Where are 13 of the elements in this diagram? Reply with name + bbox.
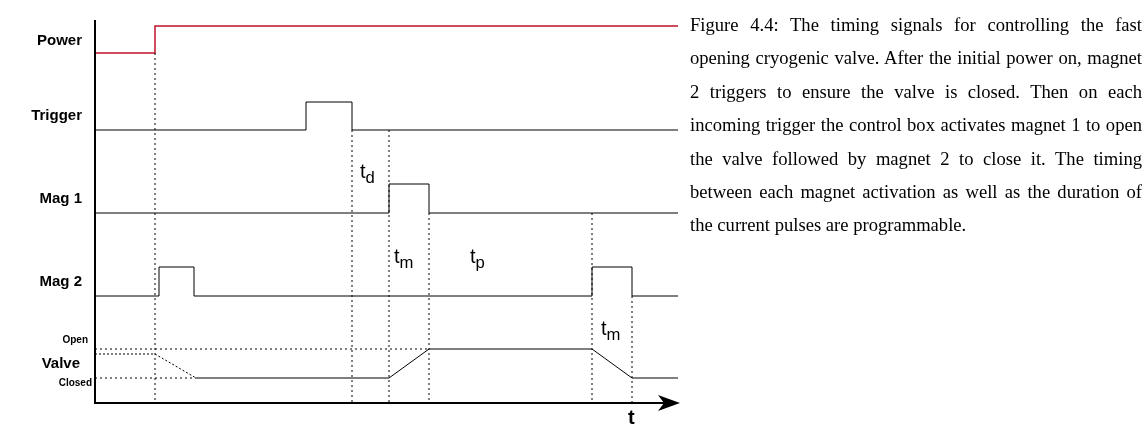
time-interval-label: t$_{d}$	[360, 161, 375, 187]
signal-label: Power	[37, 32, 82, 47]
signal-label: Mag 2	[39, 273, 82, 288]
time-interval-label: t$_{p}$	[470, 246, 485, 272]
time-interval-label: t$_{m}$	[394, 246, 414, 272]
figure-caption: Figure 4.4: The timing signals for controlling the fast opening cryogenic valve. After the initial power on, magnet 2 triggers to ensure the valve is closed. Then on each incoming trigger the control box activates magnet 1 to open the valve followed by magnet 2 to close it. The timing between each magnet activation as well as the duration of the current pulses are programmable.	[690, 13, 1142, 238]
signal-label: Mag 1	[39, 190, 82, 205]
axis-label: t	[628, 407, 635, 427]
level-label: Open	[62, 335, 88, 345]
level-label: Closed	[58, 378, 92, 388]
signal-label: Trigger	[31, 107, 82, 122]
signal-label: Valve	[41, 355, 80, 370]
time-interval-label: t$_{m}$	[601, 318, 621, 344]
